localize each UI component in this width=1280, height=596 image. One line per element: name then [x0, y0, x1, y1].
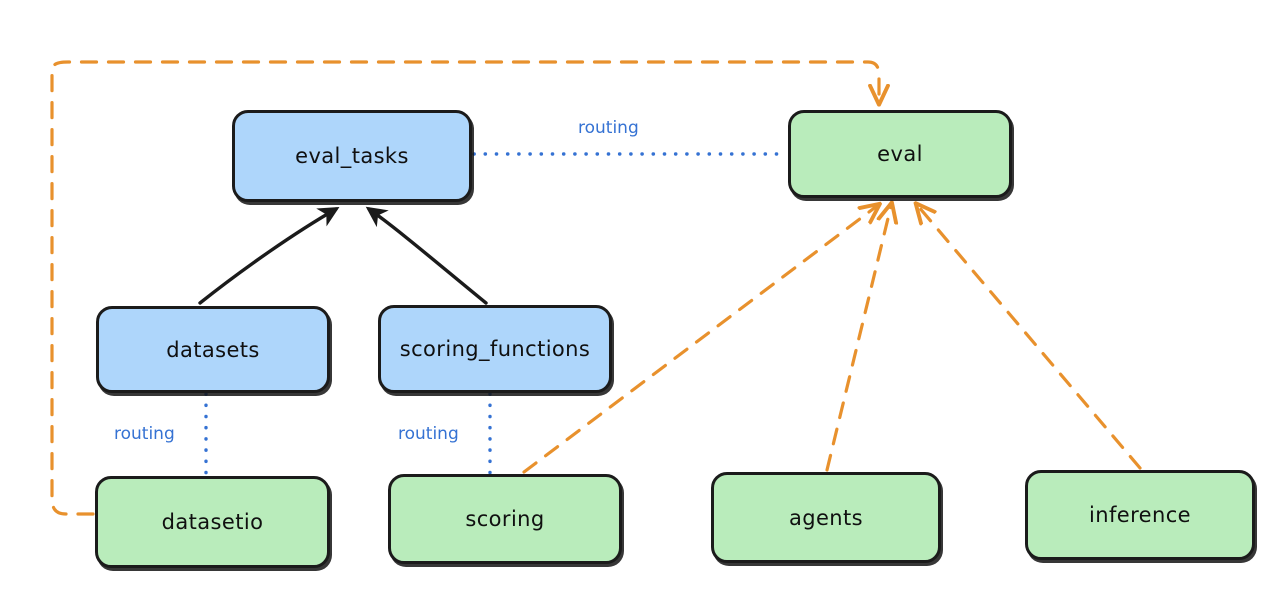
- edge-label-routing-scoring-functions-scoring: routing: [398, 424, 459, 444]
- node-label: scoring: [465, 507, 545, 531]
- node-datasetio[interactable]: datasetio: [95, 476, 330, 568]
- edge-scoring-to-eval-dependency: [522, 206, 877, 474]
- node-label: inference: [1089, 503, 1191, 527]
- edge-datasets-to-eval-tasks: [198, 207, 340, 305]
- node-agents[interactable]: agents: [711, 472, 941, 563]
- node-label: datasets: [166, 337, 260, 362]
- edge-label-routing-datasets-datasetio: routing: [114, 424, 175, 444]
- edge-label-routing-eval-tasks-eval: routing: [578, 118, 639, 138]
- node-inference[interactable]: inference: [1025, 470, 1255, 560]
- node-label: eval: [877, 142, 923, 166]
- edge-agents-to-eval-dependency: [825, 206, 891, 472]
- node-label: agents: [788, 505, 863, 530]
- edge-inference-to-eval-dependency: [918, 206, 1142, 470]
- node-label: scoring_functions: [399, 337, 591, 361]
- node-eval[interactable]: eval: [788, 110, 1012, 198]
- edge-scoring-functions-to-eval-tasks: [365, 206, 488, 305]
- edge-datasetio-to-eval-dependency: [50, 60, 879, 516]
- node-scoring[interactable]: scoring: [388, 474, 622, 564]
- node-eval-tasks[interactable]: eval_tasks: [232, 110, 472, 202]
- node-scoring-functions[interactable]: scoring_functions: [378, 305, 612, 393]
- node-label: datasetio: [161, 510, 264, 534]
- node-label: eval_tasks: [295, 144, 409, 168]
- node-datasets[interactable]: datasets: [96, 306, 330, 393]
